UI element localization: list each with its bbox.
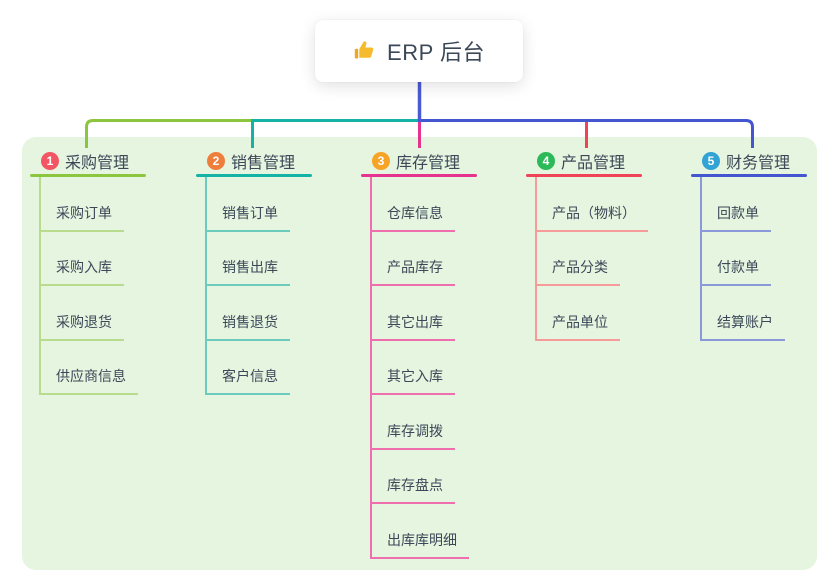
branch-node[interactable]: 1 采购管理	[30, 148, 146, 174]
branch-underline	[361, 174, 477, 177]
child-node[interactable]: 产品单位	[537, 286, 620, 341]
thumbs-up-icon	[353, 39, 377, 63]
branch-node[interactable]: 3 库存管理	[361, 148, 477, 174]
root-node-label: ERP 后台	[387, 40, 485, 65]
child-node[interactable]: 采购退货	[41, 286, 124, 341]
branch-children: 仓库信息 产品库存 其它出库 其它入库 库存调拨 库存盘点 出库库明细	[370, 177, 469, 559]
child-node[interactable]: 采购订单	[41, 177, 124, 232]
child-node-label: 产品分类	[552, 259, 608, 275]
child-node[interactable]: 销售退货	[207, 286, 290, 341]
branch-column: 4 产品管理 产品（物料） 产品分类 产品单位	[526, 148, 648, 341]
child-node[interactable]: 其它出库	[372, 286, 455, 341]
branch-node[interactable]: 2 销售管理	[196, 148, 312, 174]
child-node-label: 库存调拨	[387, 422, 443, 439]
branch-underline	[526, 174, 642, 177]
branch-title-label: 产品管理	[561, 155, 626, 172]
branch-title-label: 财务管理	[726, 155, 791, 172]
child-node-label: 其它入库	[387, 368, 443, 384]
child-node-label: 采购退货	[56, 313, 112, 330]
root-node[interactable]: ERP 后台	[315, 20, 523, 82]
child-node-label: 供应商信息	[56, 368, 126, 384]
branch-number-badge: 3	[372, 152, 390, 170]
child-node-label: 采购入库	[56, 259, 112, 275]
branch-column: 5 财务管理 回款单 付款单 结算账户	[691, 148, 807, 341]
child-node[interactable]: 付款单	[702, 232, 771, 286]
child-node-label: 仓库信息	[387, 204, 443, 221]
child-node-label: 其它出库	[387, 313, 443, 330]
child-node-label: 库存盘点	[387, 477, 443, 493]
child-node-label: 付款单	[717, 259, 759, 275]
branch-underline	[196, 174, 312, 177]
child-node-label: 采购订单	[56, 204, 112, 221]
child-node-label: 销售订单	[222, 204, 278, 221]
branch-children: 回款单 付款单 结算账户	[700, 177, 785, 341]
branch-children: 采购订单 采购入库 采购退货 供应商信息	[39, 177, 138, 395]
child-node[interactable]: 销售出库	[207, 232, 290, 286]
child-node[interactable]: 销售订单	[207, 177, 290, 232]
child-node[interactable]: 其它入库	[372, 341, 455, 395]
child-node-label: 结算账户	[717, 313, 773, 330]
child-node[interactable]: 采购入库	[41, 232, 124, 286]
child-node[interactable]: 仓库信息	[372, 177, 455, 232]
child-node-label: 出库库明细	[387, 531, 457, 548]
child-node[interactable]: 产品库存	[372, 232, 455, 286]
branch-column: 3 库存管理 仓库信息 产品库存 其它出库 其它入库 库存调拨 库存盘点 出库库…	[361, 148, 477, 559]
branch-children: 销售订单 销售出库 销售退货 客户信息	[205, 177, 290, 395]
child-node[interactable]: 客户信息	[207, 341, 290, 395]
branch-children: 产品（物料） 产品分类 产品单位	[535, 177, 648, 341]
child-node-label: 产品库存	[387, 259, 443, 275]
child-node-label: 销售出库	[222, 259, 278, 275]
branch-column: 2 销售管理 销售订单 销售出库 销售退货 客户信息	[196, 148, 312, 395]
child-node[interactable]: 回款单	[702, 177, 771, 232]
branch-column: 1 采购管理 采购订单 采购入库 采购退货 供应商信息	[30, 148, 146, 395]
child-node[interactable]: 产品（物料）	[537, 177, 648, 232]
child-node[interactable]: 供应商信息	[41, 341, 138, 395]
branch-node[interactable]: 4 产品管理	[526, 148, 642, 174]
mindmap-panel	[22, 137, 817, 570]
branch-title-label: 采购管理	[65, 155, 130, 172]
child-node-label: 客户信息	[222, 368, 278, 384]
child-node[interactable]: 出库库明细	[372, 504, 469, 559]
branch-title-label: 销售管理	[231, 155, 296, 172]
branch-number-badge: 5	[702, 152, 720, 170]
branch-underline	[691, 174, 807, 177]
branch-title-label: 库存管理	[396, 155, 461, 172]
child-node-label: 产品（物料）	[552, 204, 636, 221]
child-node[interactable]: 结算账户	[702, 286, 785, 341]
branch-number-badge: 4	[537, 152, 555, 170]
child-node-label: 销售退货	[222, 313, 278, 330]
child-node-label: 回款单	[717, 204, 759, 221]
child-node-label: 产品单位	[552, 313, 608, 330]
child-node[interactable]: 库存盘点	[372, 450, 455, 504]
branch-underline	[30, 174, 146, 177]
branch-node[interactable]: 5 财务管理	[691, 148, 807, 174]
branch-number-badge: 2	[207, 152, 225, 170]
child-node[interactable]: 产品分类	[537, 232, 620, 286]
branch-number-badge: 1	[41, 152, 59, 170]
child-node[interactable]: 库存调拨	[372, 395, 455, 450]
